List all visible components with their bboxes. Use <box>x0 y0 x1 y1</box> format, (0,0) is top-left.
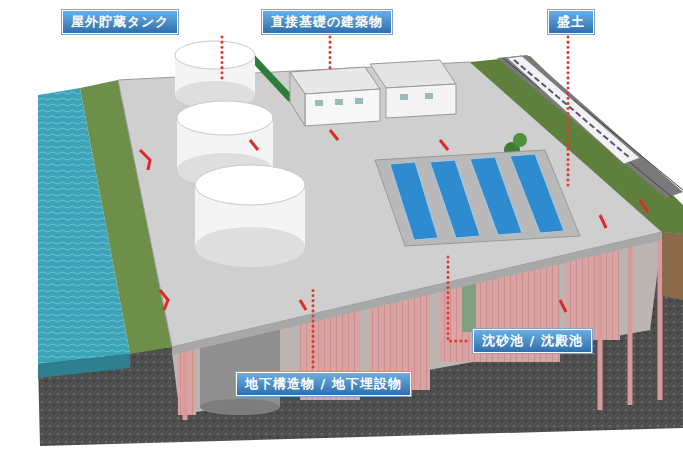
railway-embankment <box>513 133 527 147</box>
water-and-embankment <box>38 354 130 378</box>
foundation-piles <box>628 240 633 405</box>
settling-ponds <box>430 160 480 238</box>
buildings <box>425 93 433 99</box>
label-box: 盛土 <box>548 10 594 34</box>
anchor-markers <box>560 300 566 312</box>
storage-tanks <box>195 227 305 267</box>
settling-ponds <box>510 154 564 233</box>
anchor-markers <box>160 290 168 310</box>
anchor-markers <box>300 300 306 310</box>
leader-lines <box>221 37 224 80</box>
settling-ponds <box>470 157 522 235</box>
underground-structures <box>565 250 620 340</box>
label-text: 地下構造物 / 地下埋設物 <box>245 375 402 393</box>
anchor-markers <box>440 140 448 150</box>
railway-embankment <box>514 60 630 158</box>
buildings <box>355 98 363 104</box>
leader-lines <box>312 290 315 367</box>
anchor-markers <box>600 215 606 228</box>
pipe-line <box>250 55 290 98</box>
label-box: 地下構造物 / 地下埋設物 <box>236 372 411 396</box>
label-text: 盛土 <box>557 13 585 31</box>
label-box: 直接基礎の建築物 <box>262 10 392 34</box>
settling-ponds <box>375 150 580 246</box>
anchor-markers <box>330 130 338 140</box>
leader-lines <box>567 37 570 185</box>
foundation-piles <box>598 245 603 410</box>
settling-ponds <box>375 150 580 246</box>
label-text: 屋外貯蔵タンク <box>71 13 169 31</box>
foundation-piles <box>183 345 188 420</box>
storage-tanks <box>175 41 255 69</box>
leader-lines <box>448 252 466 341</box>
storage-tanks <box>175 41 305 267</box>
buildings <box>315 100 323 106</box>
storage-tanks <box>177 101 273 135</box>
railway-embankment <box>662 232 683 300</box>
buildings <box>386 84 456 118</box>
pipe-line <box>250 55 290 98</box>
foundation-piles <box>658 235 663 400</box>
anchor-markers <box>140 130 648 312</box>
railway-embankment <box>470 55 683 300</box>
storage-tanks <box>195 165 305 205</box>
anchor-markers <box>250 140 258 150</box>
underground-structures <box>200 399 280 415</box>
buildings <box>290 60 456 126</box>
settling-ponds <box>390 162 438 240</box>
buildings <box>335 99 343 105</box>
anchor-markers <box>140 150 150 170</box>
buildings <box>370 60 456 88</box>
label-box: 沈砂池 / 沈殿池 <box>473 329 592 353</box>
buildings <box>400 94 408 100</box>
railway-embankment <box>507 56 640 164</box>
leader-lines <box>329 37 332 72</box>
anchor-markers <box>640 200 648 212</box>
buildings <box>305 89 380 126</box>
label-text: 直接基礎の建築物 <box>271 13 383 31</box>
buildings <box>290 72 305 126</box>
railway-embankment <box>470 56 683 234</box>
label-text: 沈砂池 / 沈殿池 <box>482 332 583 350</box>
label-box: 屋外貯蔵タンク <box>62 10 178 34</box>
leader-lines <box>222 37 568 367</box>
